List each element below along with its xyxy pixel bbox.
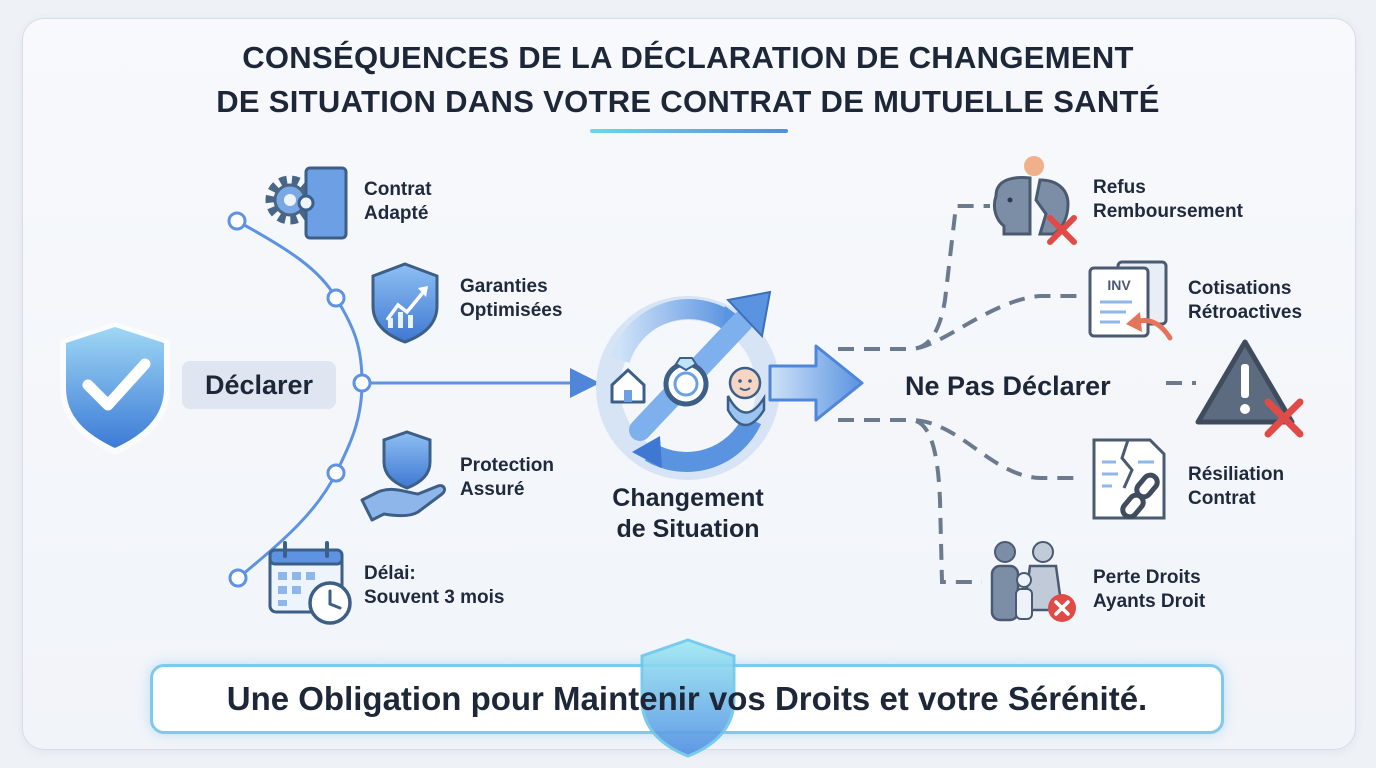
title-line-2: DE SITUATION DANS VOTRE CONTRAT DE MUTUE… [216,84,1160,119]
item-cotisations-line1: Cotisations [1188,278,1292,299]
item-cotisations-retroactives: Cotisations Rétroactives [1188,277,1302,325]
node-1 [227,211,247,231]
warning-cancel-icon [1264,398,1304,438]
invoice-icon-text: INV [1107,277,1131,293]
refus-cancel-icon [1047,215,1077,245]
shield-check-icon [60,322,170,455]
ne-pas-branch-lines [838,204,1196,584]
item-delai: Délai: Souvent 3 mois [364,562,504,610]
item-garanties-optimisees: Garanties Optimisées [460,275,562,323]
node-2 [326,288,346,308]
calendar-clock-icon [268,541,352,625]
item-refus-remboursement: Refus Remboursement [1093,176,1243,224]
broken-piggy-bank-icon [992,156,1077,245]
node-5 [228,568,248,588]
torn-contract-icon [1092,438,1166,520]
footer-text: Une Obligation pour Maintenir vos Droits… [226,680,1148,717]
item-contrat-adapte: Contrat Adapté [364,178,432,226]
item-resiliation-line2: Contrat [1188,488,1256,509]
item-resiliation-line1: Résiliation [1188,464,1285,485]
title-underline [590,129,788,133]
ne-pas-arrow-icon [768,344,864,422]
item-contrat-adapte-line1: Contrat [364,179,432,200]
ne-pas-declarer-label: Ne Pas Déclarer [905,371,1111,401]
center-line1: Changement [612,484,764,512]
title-line-1: CONSÉQUENCES DE LA DÉCLARATION DE CHANGE… [242,40,1134,75]
item-perte-droits: Perte Droits Ayants Droit [1093,566,1205,614]
declarer-arrow-head [570,368,600,398]
item-delai-line2: Souvent 3 mois [364,587,505,608]
center-line2: de Situation [616,515,760,543]
changement-situation-label: Changement de Situation [568,483,808,545]
item-refus-line1: Refus [1093,177,1146,198]
shield-icon [640,638,736,758]
node-3 [352,373,372,393]
item-protection-line1: Protection [460,455,554,476]
item-perte-line1: Perte Droits [1093,567,1201,588]
declarer-label: Déclarer [204,370,314,400]
item-resiliation-contrat: Résiliation Contrat [1188,463,1284,511]
item-protection-line2: Assuré [460,479,525,500]
gear-puzzle-icon [265,166,348,240]
item-cotisations-line2: Rétroactives [1188,302,1303,323]
declarer-pill [182,361,336,409]
item-garanties-line1: Garanties [460,276,548,297]
page-title: CONSÉQUENCES DE LA DÉCLARATION DE CHANGE… [0,36,1376,124]
family-cancel-icon [990,541,1076,622]
warning-icon [1195,339,1304,438]
invoice-icon: INV [1088,260,1173,341]
life-change-cycle-icon [596,290,780,480]
item-contrat-adapte-line2: Adapté [364,203,429,224]
item-protection-assure: Protection Assuré [460,454,554,502]
item-perte-line2: Ayants Droit [1093,591,1206,612]
item-refus-line2: Remboursement [1093,201,1243,222]
branch-nodes [227,211,372,588]
hand-shield-icon [360,430,447,522]
item-delai-line1: Délai: [364,563,416,584]
item-garanties-line2: Optimisées [460,300,563,321]
shield-growth-icon [371,262,439,344]
node-4 [326,463,346,483]
